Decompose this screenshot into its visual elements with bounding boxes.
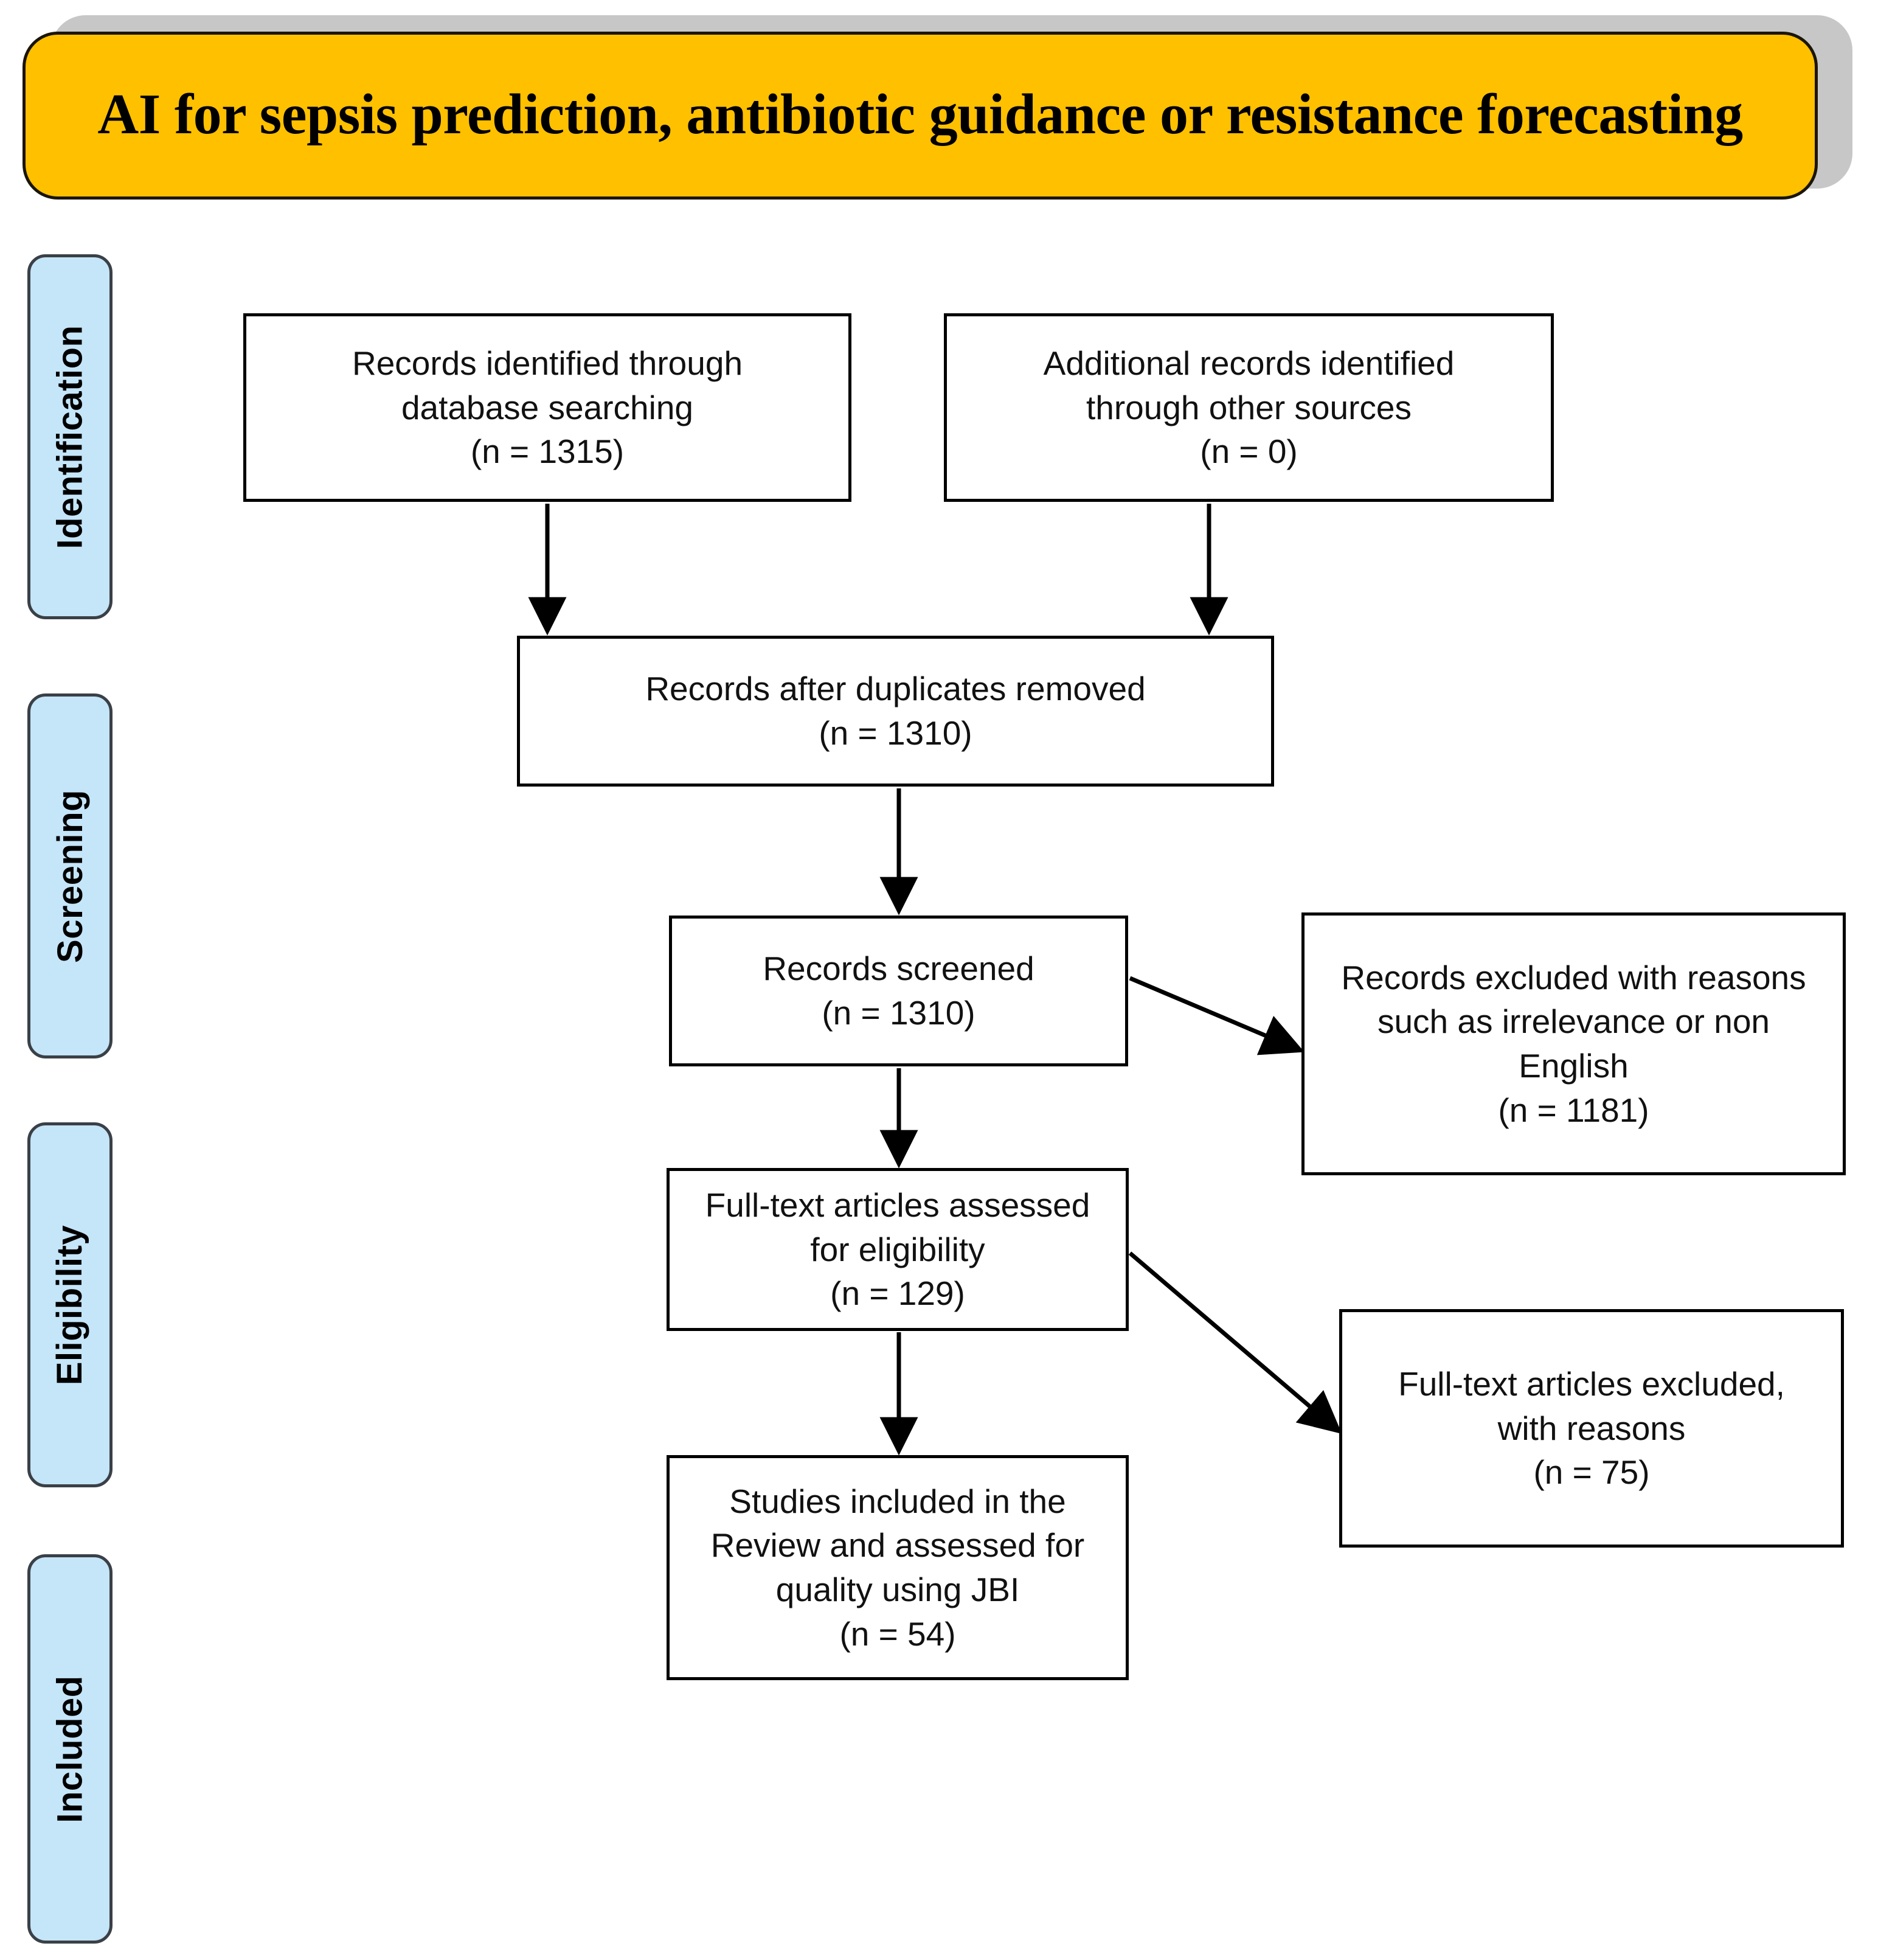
flow-box-additional-records-other-sources: Additional records identified through ot… xyxy=(944,313,1554,502)
edge-screened-to-excluded xyxy=(1129,976,1305,1055)
flow-box-line: for eligibility xyxy=(810,1230,985,1268)
stage-label-screening: Screening xyxy=(27,693,113,1058)
flow-box-fulltext-excluded-with-reasons: Full-text articles excluded, with reason… xyxy=(1339,1309,1844,1548)
flow-box-records-screened: Records screened (n = 1310) xyxy=(669,916,1128,1066)
flow-box-fulltext-assessed-eligibility: Full-text articles assessed for eligibil… xyxy=(667,1168,1129,1331)
flow-box-count: (n = 1315) xyxy=(470,433,625,471)
flow-box-records-identified-database: Records identified through database sear… xyxy=(243,313,851,502)
stage-label-screening-text: Screening xyxy=(50,789,90,963)
flow-box-count: (n = 129) xyxy=(830,1274,965,1313)
stage-label-identification-text: Identification xyxy=(50,325,90,549)
flow-box-line: such as irrelevance or non xyxy=(1377,1003,1770,1041)
flow-box-records-after-duplicates-removed: Records after duplicates removed (n = 13… xyxy=(517,636,1274,787)
flow-box-count: (n = 0) xyxy=(1200,433,1298,471)
flow-box-studies-included-review: Studies included in the Review and asses… xyxy=(667,1455,1129,1680)
stage-label-included-text: Included xyxy=(50,1675,90,1823)
flow-box-count: (n = 75) xyxy=(1533,1453,1650,1492)
flow-box-line: Review and assessed for xyxy=(710,1526,1085,1565)
flow-box-line: with reasons xyxy=(1497,1409,1686,1447)
flow-box-line: Studies included in the xyxy=(729,1482,1066,1520)
flow-box-count: (n = 54) xyxy=(839,1614,956,1653)
flow-box-line: quality using JBI xyxy=(775,1571,1020,1608)
stage-label-eligibility-text: Eligibility xyxy=(50,1225,90,1385)
flow-box-line: through other sources xyxy=(1086,388,1412,426)
flow-box-records-excluded-with-reasons: Records excluded with reasons such as ir… xyxy=(1301,912,1846,1175)
edge-fulltext-to-fulltext-excluded xyxy=(1128,1251,1342,1434)
page-title: AI for sepsis prediction, antibiotic gui… xyxy=(97,83,1743,146)
stage-label-identification: Identification xyxy=(27,254,113,619)
stage-label-eligibility: Eligibility xyxy=(27,1122,113,1487)
flow-box-line: English xyxy=(1519,1047,1629,1085)
flow-box-line: Records excluded with reasons xyxy=(1341,958,1806,996)
flow-box-count: (n = 1310) xyxy=(819,714,972,752)
flow-box-line: Records identified through xyxy=(352,344,743,383)
flow-box-count: (n = 1181) xyxy=(1498,1091,1649,1129)
flow-box-line: Full-text articles assessed xyxy=(705,1186,1090,1225)
title-banner: AI for sepsis prediction, antibiotic gui… xyxy=(23,32,1818,200)
flow-box-line: Records screened xyxy=(763,950,1034,988)
flow-box-count: (n = 1310) xyxy=(822,994,975,1032)
flow-box-line: Full-text articles excluded, xyxy=(1398,1365,1785,1403)
flow-box-line: database searching xyxy=(401,388,694,426)
flow-box-line: Additional records identified xyxy=(1043,344,1455,383)
flow-box-line: Records after duplicates removed xyxy=(645,670,1146,708)
stage-label-included: Included xyxy=(27,1554,113,1944)
